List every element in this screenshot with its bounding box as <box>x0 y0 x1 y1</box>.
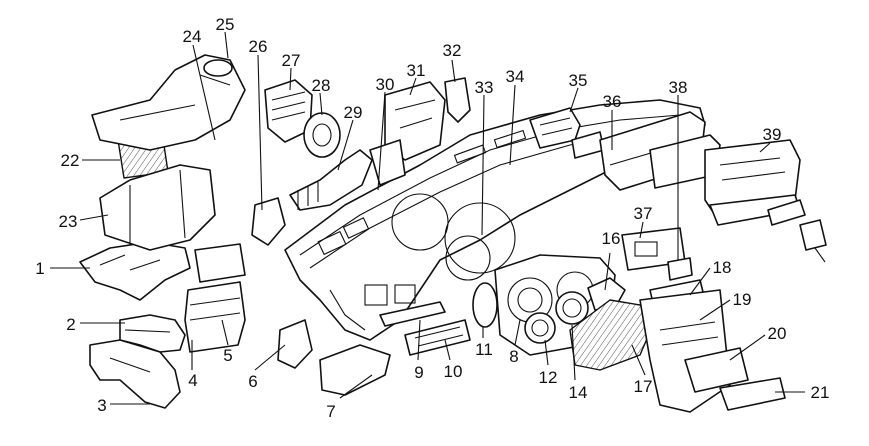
part-3 <box>89 339 181 409</box>
part-19 <box>639 289 731 413</box>
callout-38: 38 <box>669 78 688 97</box>
callout-30: 30 <box>376 75 395 94</box>
part-6 <box>277 319 313 369</box>
part-28 <box>303 112 341 158</box>
callout-25: 25 <box>216 15 235 34</box>
callout-37: 37 <box>634 204 653 223</box>
callout-10: 10 <box>444 362 463 381</box>
part-12 <box>524 312 556 344</box>
callout-27: 27 <box>282 51 301 70</box>
callout-19: 19 <box>733 290 752 309</box>
callout-31: 31 <box>407 61 426 80</box>
callout-labels: 1 2 3 4 5 6 7 8 9 10 11 12 14 16 17 18 1… <box>35 15 829 421</box>
part-5 <box>194 243 246 283</box>
callout-17: 17 <box>634 377 653 396</box>
callout-20: 20 <box>768 324 787 343</box>
callout-2: 2 <box>66 315 75 334</box>
part-29 <box>289 149 373 211</box>
part-35 <box>529 107 581 149</box>
callout-4: 4 <box>188 371 197 390</box>
callout-5: 5 <box>223 346 232 365</box>
callout-29: 29 <box>344 103 363 122</box>
callout-1: 1 <box>35 259 44 278</box>
part-14 <box>555 291 589 325</box>
part-21 <box>719 377 786 411</box>
callout-24: 24 <box>183 27 202 46</box>
callout-14: 14 <box>569 383 588 402</box>
part-26 <box>251 197 286 246</box>
callout-8: 8 <box>509 347 518 366</box>
callout-11: 11 <box>475 340 493 359</box>
part-10 <box>404 319 471 356</box>
part-7 <box>319 344 391 396</box>
callout-22: 22 <box>61 151 80 170</box>
part-23 <box>99 164 216 251</box>
callout-35: 35 <box>569 71 588 90</box>
part-9 <box>379 301 446 327</box>
callout-18: 18 <box>713 258 732 277</box>
part-24 <box>91 54 246 151</box>
callout-12: 12 <box>539 368 558 387</box>
callout-34: 34 <box>506 67 525 86</box>
part-32 <box>444 77 471 123</box>
callout-21: 21 <box>811 383 830 402</box>
callout-9: 9 <box>414 363 423 382</box>
callout-28: 28 <box>312 76 331 95</box>
callout-7: 7 <box>326 402 335 421</box>
part-1 <box>79 241 191 301</box>
part-11 <box>472 282 498 328</box>
callout-32: 32 <box>443 41 462 60</box>
dashboard-panel <box>284 99 706 341</box>
callout-26: 26 <box>249 37 268 56</box>
part-25 <box>203 59 233 77</box>
callout-16: 16 <box>602 229 621 248</box>
callout-33: 33 <box>475 78 494 97</box>
callout-36: 36 <box>603 92 622 111</box>
leader-lines <box>50 31 805 405</box>
callout-3: 3 <box>97 396 106 415</box>
instrument-openings <box>391 193 516 281</box>
callout-23: 23 <box>59 212 78 231</box>
callout-6: 6 <box>248 372 257 391</box>
callout-39: 39 <box>763 125 782 144</box>
